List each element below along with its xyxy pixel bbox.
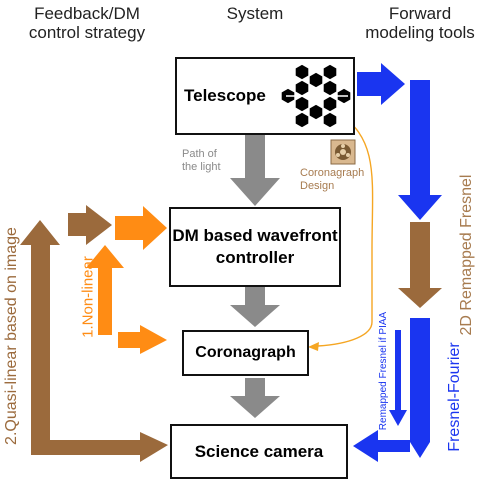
header-forward: Forward modeling tools [365, 4, 475, 42]
path-of-light-label: Path of the light [182, 148, 221, 173]
header-feedback: Feedback/DM control strategy [28, 4, 146, 42]
gray-arrow-telescope-dm [230, 135, 280, 206]
brown-arrow-down-fresnel [398, 222, 442, 308]
quasi-linear-label: 2.Quasi-linear based on image [3, 227, 20, 445]
coronagraph-design-line [317, 112, 374, 347]
gray-arrow-coronagraph-camera [230, 378, 280, 418]
orange-arrow-vertical-up [86, 245, 124, 335]
blue-arrow-telescope-right [357, 63, 405, 105]
design-line-arrowhead [308, 342, 319, 351]
blue-arrow-camera-left [353, 430, 410, 462]
header-system: System [226, 4, 284, 23]
telescope-box: Telescope [175, 57, 355, 135]
coronagraph-design-label: Coronagraph Design [300, 167, 365, 192]
orange-arrow-coronagraph-left [118, 325, 167, 354]
non-linear-label: 1.Non-linear [79, 256, 97, 338]
remapped-if-piaa-label: Remapped Fresnel if PIAA [378, 311, 389, 431]
brown-arrow-to-right [68, 205, 112, 245]
blue-arrow-down-2 [410, 318, 430, 458]
brown-arrow-camera-left [42, 432, 168, 462]
telescope-label: Telescope [184, 86, 266, 105]
blue-thin-arrow-down [389, 330, 407, 426]
gray-arrow-dm-coronagraph [230, 287, 280, 327]
orange-arrow-to-dm [115, 206, 167, 250]
coronagraph-design-icon [330, 139, 356, 165]
brown-arrow-vertical-up [20, 220, 60, 455]
blue-arrow-down-1 [398, 80, 442, 220]
coronagraph-box: Coronagraph [182, 330, 309, 376]
dm-controller-box: DM based wavefront controller [169, 207, 341, 287]
science-camera-box: Science camera [170, 424, 348, 479]
remapped-fresnel-2d-label: 2D Remapped Fresnel [458, 174, 475, 336]
fresnel-fourier-label: Fresnel-Fourier [446, 342, 463, 452]
